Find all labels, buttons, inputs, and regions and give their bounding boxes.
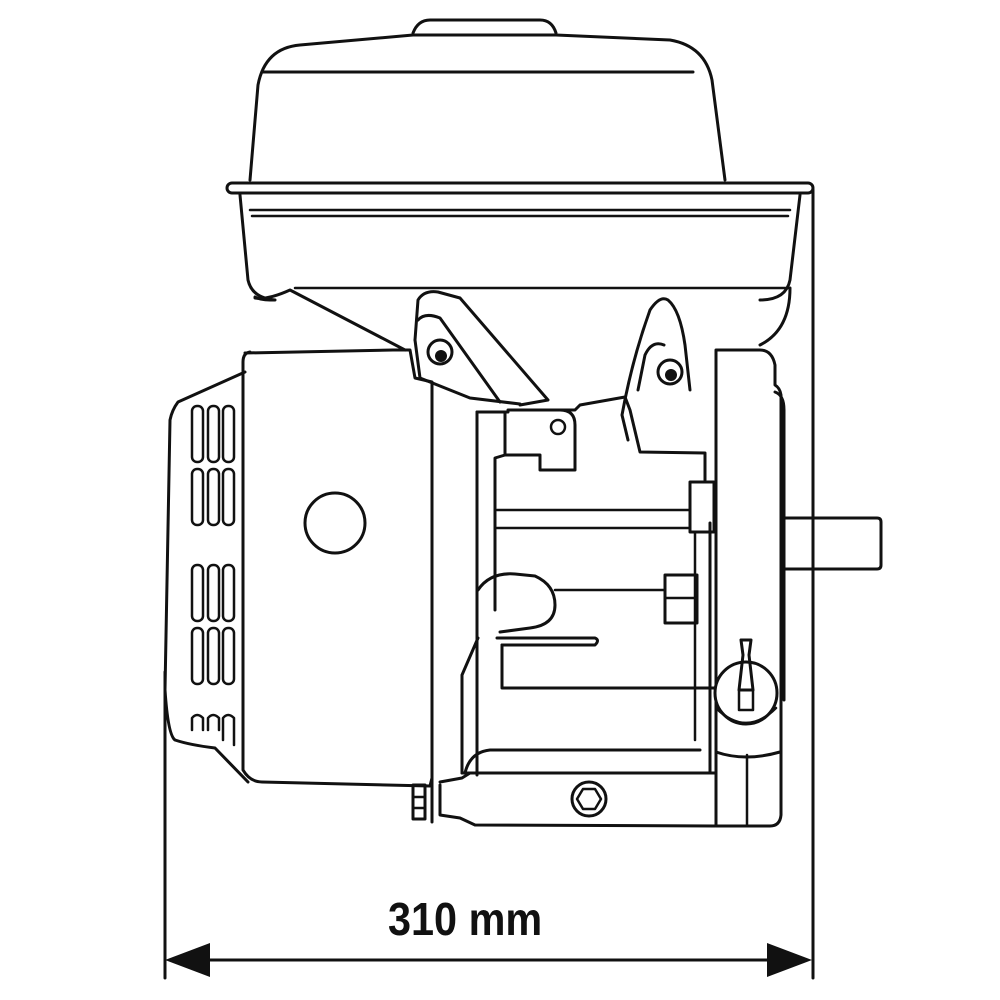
arrow-right-icon <box>767 943 812 977</box>
fuel-tank <box>225 18 815 352</box>
starter-hub <box>303 491 367 555</box>
drain-plug-icon <box>570 780 608 818</box>
dimension-label: 310 mm <box>388 893 543 945</box>
right-bracket <box>620 297 692 442</box>
fuel-cap <box>411 18 558 35</box>
output-shaft <box>782 516 883 571</box>
arrow-left-icon <box>165 943 210 977</box>
cooling-vents <box>190 404 236 747</box>
oil-sump <box>411 771 717 828</box>
dimension-annotation <box>163 188 815 980</box>
side-cover <box>713 348 786 828</box>
recoil-starter <box>163 348 434 788</box>
left-bracket <box>413 290 550 407</box>
engine-block <box>430 393 717 824</box>
crankshaft <box>782 516 883 571</box>
